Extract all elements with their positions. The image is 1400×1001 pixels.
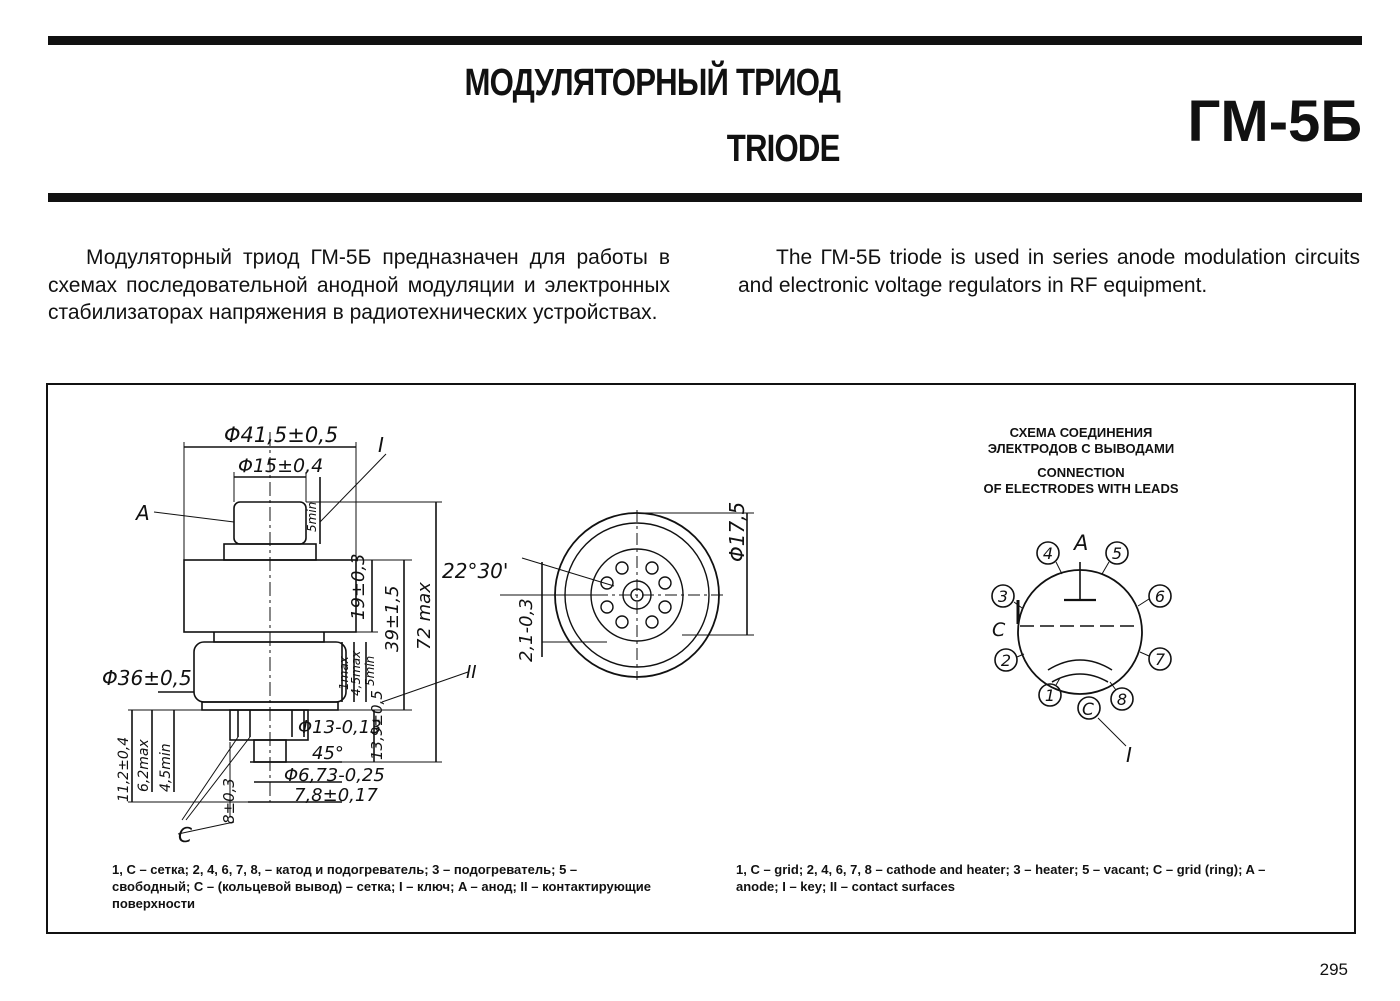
dim-45: 45° xyxy=(312,743,344,764)
technical-drawing: Φ41,5±0,5 Φ15±0,4 A I Φ36±0,5 Φ13-0,13 4… xyxy=(102,423,1172,847)
schema-title-en-2: OF ELECTRODES WITH LEADS xyxy=(983,481,1179,496)
dim-1max: 1max xyxy=(337,655,351,690)
dim-d36: Φ36±0,5 xyxy=(102,666,192,690)
schema-title: СХЕМА СОЕДИНЕНИЯ ЭЛЕКТРОДОВ С ВЫВОДАМИ C… xyxy=(948,425,1214,497)
caption-ru: 1, C – сетка; 2, 4, 6, 7, 8, – катод и п… xyxy=(112,862,651,911)
dim-2230: 22°30' xyxy=(442,559,508,583)
schema-pin-2: 2 xyxy=(1001,651,1011,670)
dim-5min-mid: 5min xyxy=(363,656,377,686)
schema-pin-a: A xyxy=(1072,531,1088,555)
schema-pin-i: I xyxy=(1126,743,1132,767)
dim-78: 7,8±0,17 xyxy=(294,785,378,806)
schema-title-ru-1: СХЕМА СОЕДИНЕНИЯ xyxy=(1009,425,1153,440)
description-en: The ГМ-5Б triode is used in series anode… xyxy=(738,246,1360,297)
title-ru: МОДУЛЯТОРНЫЙ ТРИОД xyxy=(464,62,840,104)
schema-pin-5: 5 xyxy=(1112,544,1122,563)
model-name: ГМ-5Б xyxy=(1187,89,1362,154)
bottom-rule xyxy=(48,193,1362,202)
dim-d13: Φ13-0,13 xyxy=(298,717,382,738)
schema-pins xyxy=(991,541,1172,720)
schema-title-en-1: CONNECTION xyxy=(1037,465,1125,480)
dim-45max: 4,5max xyxy=(349,650,363,696)
schema-title-ru-2: ЭЛЕКТРОДОВ С ВЫВОДАМИ xyxy=(987,441,1175,456)
dim-21: 2,1-0,3 xyxy=(516,598,537,662)
dim-d15: Φ15±0,4 xyxy=(238,455,323,477)
page-number: 295 xyxy=(1319,960,1348,979)
caption-en: 1, C – grid; 2, 4, 6, 7, 8 – cathode and… xyxy=(736,862,1266,894)
dim-72: 72 max xyxy=(414,582,435,650)
dim-139: 13,9±0,5 xyxy=(368,690,386,760)
dim-d41: Φ41,5±0,5 xyxy=(224,423,338,447)
neck xyxy=(213,632,325,643)
description-ru: Модуляторный триод ГМ-5Б предназначен дл… xyxy=(48,246,670,324)
schema-pin-3: 3 xyxy=(998,587,1008,606)
label-ii: II xyxy=(466,662,477,683)
label-i-drawing: I xyxy=(378,433,384,457)
dim-39: 39±1,5 xyxy=(382,585,403,652)
title-en: TRIODE xyxy=(727,128,841,170)
schema-pin-7: 7 xyxy=(1155,650,1166,669)
dim-19: 19±0,3 xyxy=(348,553,369,620)
dim-d673: Φ6,73-0,25 xyxy=(284,765,385,786)
schema-pin-6: 6 xyxy=(1155,587,1165,606)
pins-bottom-view xyxy=(600,561,672,629)
label-a: A xyxy=(134,501,150,525)
dim-5min-top: 5min xyxy=(305,502,319,532)
key-body xyxy=(229,709,309,741)
schema-pin-1: 1 xyxy=(1045,686,1055,705)
schema-pin-c-bottom: C xyxy=(1082,700,1094,720)
dim-112: 11,2±0,4 xyxy=(116,737,132,802)
schema-pin-c-left: C xyxy=(992,619,1006,641)
schema-pin-8: 8 xyxy=(1117,690,1127,709)
label-c-drawing: C xyxy=(178,823,192,847)
dim-8: 8±0,3 xyxy=(220,778,238,824)
dim-62: 6,2max xyxy=(136,739,152,792)
dim-45min: 4,5min xyxy=(158,743,174,792)
dim-d175: Φ17,5 xyxy=(725,502,749,562)
figure-frame: Φ41,5±0,5 Φ15±0,4 A I Φ36±0,5 Φ13-0,13 4… xyxy=(46,383,1356,934)
schema-pin-4: 4 xyxy=(1043,544,1053,563)
top-rule xyxy=(48,36,1362,45)
